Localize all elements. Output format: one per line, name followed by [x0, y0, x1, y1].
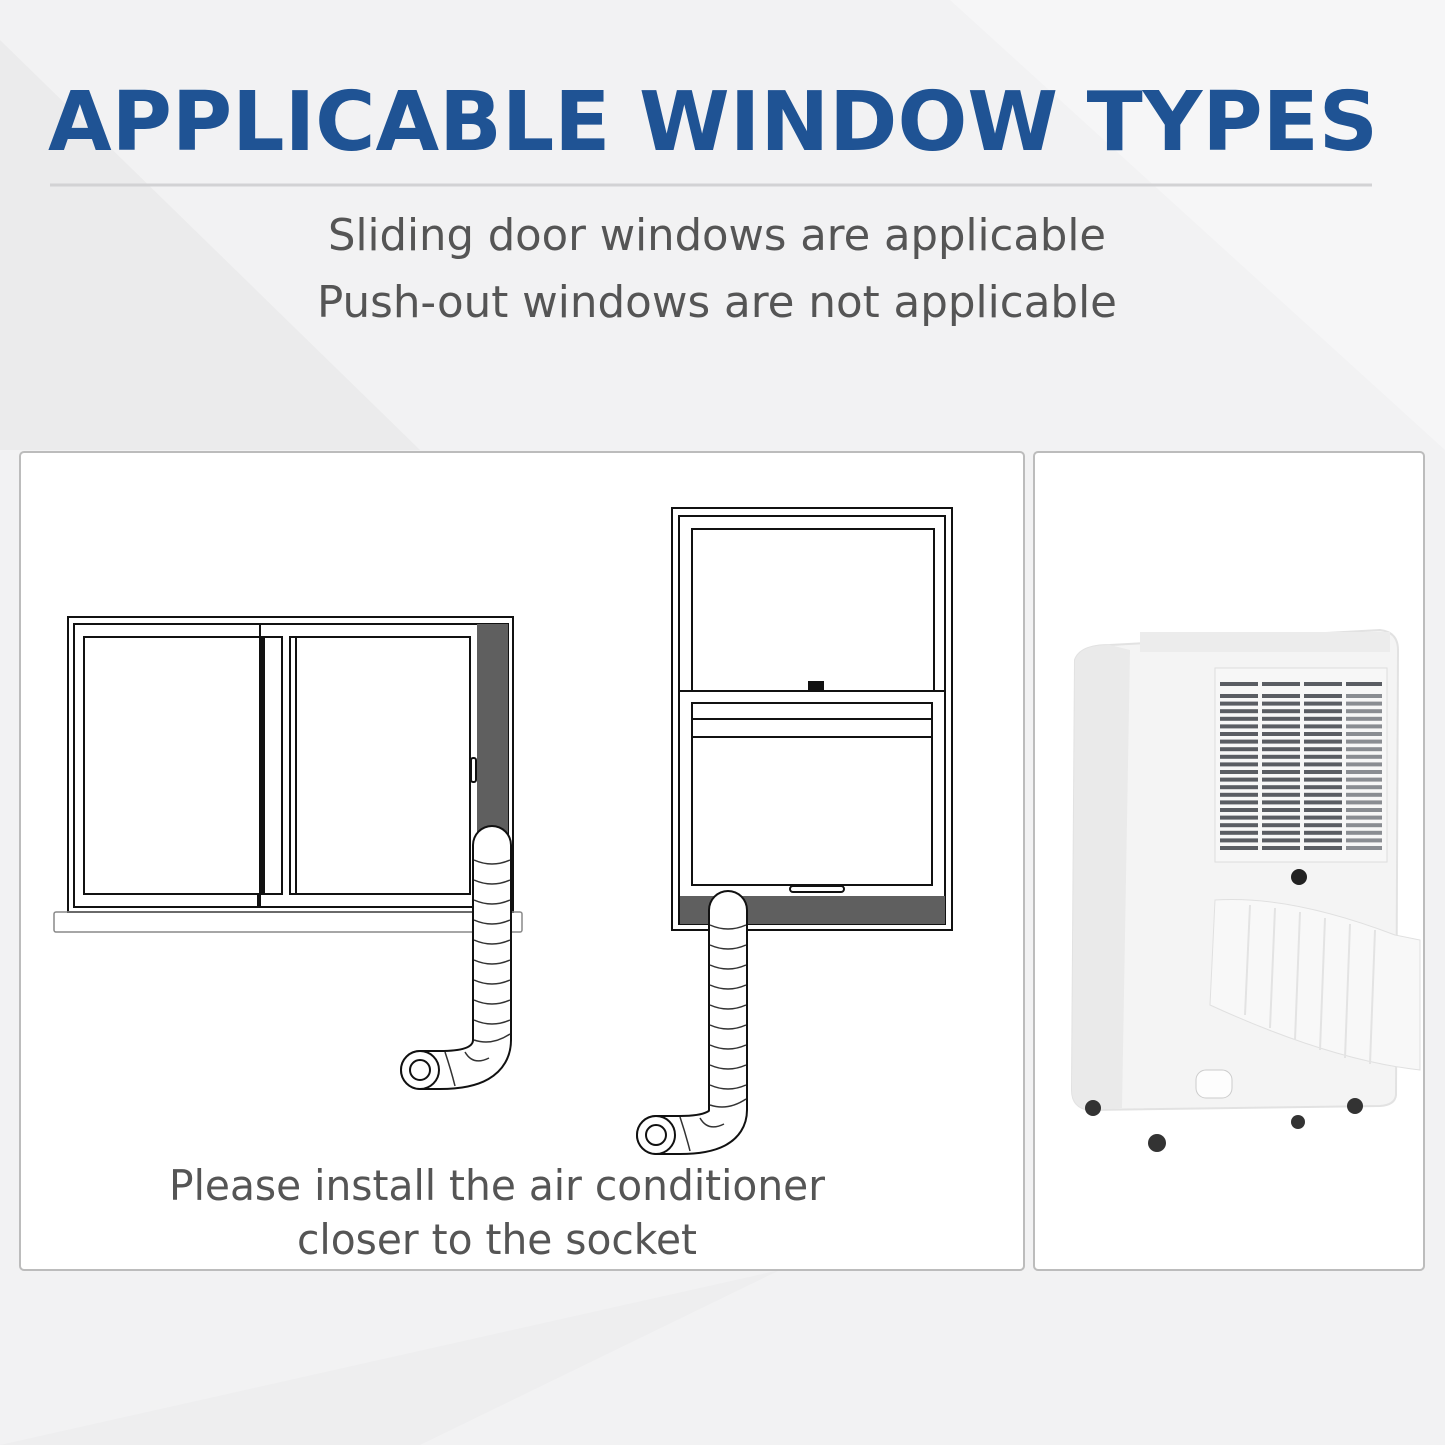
grille-slat — [1262, 724, 1300, 729]
grille-slat — [1220, 694, 1258, 698]
grille-slat — [1304, 739, 1342, 744]
grille-slat — [1220, 823, 1258, 828]
grille-slat — [1304, 732, 1342, 736]
grille-slat — [1346, 770, 1382, 774]
grille-slat — [1346, 777, 1382, 782]
grille-slat — [1304, 770, 1342, 774]
grille-slat — [1220, 777, 1258, 782]
grille-slat — [1304, 747, 1342, 752]
grille-slat — [1304, 823, 1342, 828]
grille-slat — [1262, 694, 1300, 698]
grille-slat — [1220, 754, 1258, 759]
background-facet — [0, 40, 420, 450]
grille-slat — [1220, 732, 1258, 736]
grille-slat — [1262, 785, 1300, 790]
page-title: APPLICABLE WINDOW TYPES — [48, 75, 1378, 170]
grille-slat — [1220, 701, 1258, 706]
grille-slat — [1262, 709, 1300, 714]
grille-slat — [1346, 785, 1382, 790]
grille-slat — [1304, 838, 1342, 843]
grille-slat — [1346, 762, 1382, 767]
grille-slat — [1220, 792, 1258, 797]
socket-caption-line1: Please install the air conditioner — [169, 1161, 826, 1210]
background-facet — [950, 0, 1445, 450]
grille-slat — [1304, 754, 1342, 759]
grille-slat — [1346, 754, 1382, 759]
grille-slat — [1220, 747, 1258, 752]
not-applicable-note: Push-out windows are not applicable — [317, 277, 1117, 328]
grille-slat — [1346, 732, 1382, 736]
grille-slat — [1262, 770, 1300, 774]
grille-slat — [1304, 724, 1342, 729]
grille-slat — [1346, 838, 1382, 843]
grille-slat — [1304, 701, 1342, 706]
grille-slat — [1304, 846, 1342, 850]
grille-slat — [1304, 800, 1342, 805]
grille-slat — [1346, 716, 1382, 721]
grille-slat — [1346, 709, 1382, 714]
grille-slat — [1346, 701, 1382, 706]
grille-slat — [1346, 739, 1382, 744]
grille-slat — [1262, 739, 1300, 744]
grille-slat — [1220, 830, 1258, 835]
grille-slat — [1262, 762, 1300, 767]
grille-slat — [1220, 838, 1258, 843]
grille-slat — [1262, 846, 1300, 850]
grille-slat — [1346, 792, 1382, 797]
grille-slat — [1304, 762, 1342, 767]
grille-slat — [1346, 823, 1382, 828]
grille-slat — [1220, 716, 1258, 721]
air-conditioner-image — [1070, 628, 1421, 1152]
grille-slat — [1262, 800, 1300, 805]
grille-slat — [1262, 815, 1300, 820]
applicable-note: Sliding door windows are applicable — [328, 210, 1106, 261]
grille-slat — [1304, 694, 1342, 698]
grille-slat — [1220, 739, 1258, 744]
grille-slat — [1220, 808, 1258, 812]
grille-slat — [1346, 846, 1382, 850]
grille-slat — [1304, 792, 1342, 797]
grille-slat — [1220, 815, 1258, 820]
grille-slat — [1262, 838, 1300, 843]
grille-slat — [1346, 815, 1382, 820]
grille-slat — [1346, 830, 1382, 835]
background-facet — [0, 1270, 780, 1445]
exhaust-hose-icon — [636, 890, 748, 1155]
grille-slat — [1262, 754, 1300, 759]
grille-slat — [1304, 808, 1342, 812]
grille-slat — [1262, 792, 1300, 797]
grille-slat — [1262, 808, 1300, 812]
sliding-window-illustration — [53, 616, 523, 933]
exhaust-hose-icon — [400, 825, 512, 1090]
grille-slat — [1262, 701, 1300, 706]
grille-slat — [1304, 716, 1342, 721]
grille-slat — [1220, 785, 1258, 790]
grille-slat — [1220, 762, 1258, 767]
grille-slat — [1304, 815, 1342, 820]
grille-slat — [1220, 800, 1258, 805]
grille-slat — [1262, 830, 1300, 835]
grille-slat — [1262, 823, 1300, 828]
grille-slat — [1220, 709, 1258, 714]
grille-slat — [1304, 830, 1342, 835]
grille-slat — [1262, 777, 1300, 782]
grille-slat — [1262, 716, 1300, 721]
grille-slat — [1346, 724, 1382, 729]
grille-slat — [1346, 747, 1382, 752]
grille-slat — [1346, 808, 1382, 812]
grille-slat — [1220, 770, 1258, 774]
grille-slat — [1220, 724, 1258, 729]
grille-slat — [1304, 709, 1342, 714]
grille-slat — [1346, 800, 1382, 805]
grille-slat — [1262, 747, 1300, 752]
grille-slat — [1220, 846, 1258, 850]
grille-slat — [1346, 694, 1382, 698]
socket-caption-line2: closer to the socket — [297, 1215, 697, 1264]
grille-slat — [1304, 785, 1342, 790]
grille-slat — [1304, 777, 1342, 782]
hung-window-illustration — [671, 507, 953, 931]
grille-slat — [1262, 732, 1300, 736]
